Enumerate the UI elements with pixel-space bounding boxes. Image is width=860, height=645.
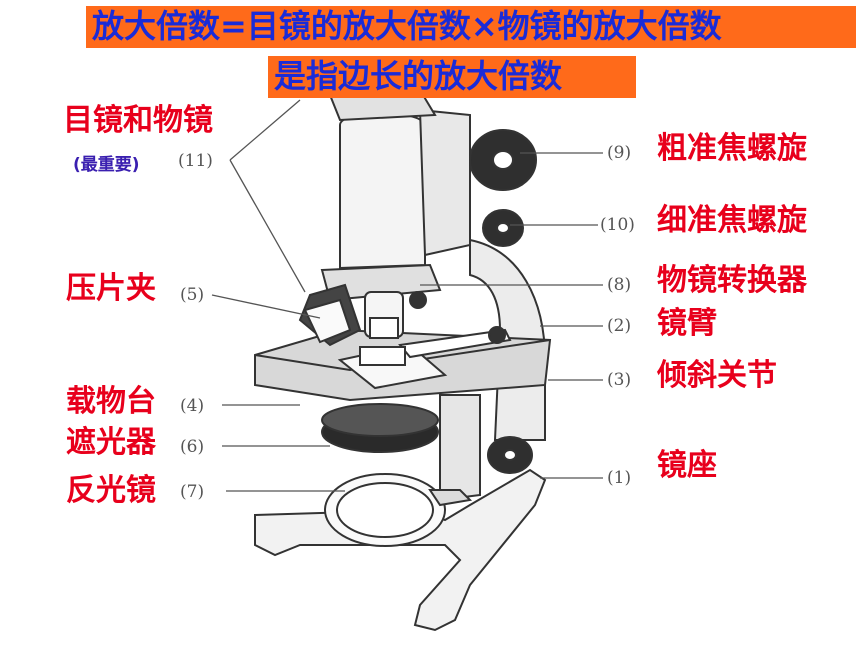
num-4: (4) xyxy=(180,396,205,416)
num-2: (2) xyxy=(607,316,632,336)
num-9: (9) xyxy=(607,143,632,163)
label-tilt-joint: 倾斜关节 xyxy=(657,358,777,393)
label-base: 镜座 xyxy=(657,448,717,483)
label-arm: 镜臂 xyxy=(657,306,717,341)
microscope-pillar xyxy=(439,394,481,502)
label-stage-clip: 压片夹 xyxy=(66,271,156,306)
label-nosepiece: 物镜转换器 xyxy=(657,263,807,298)
label-eyepiece-objective: 目镜和物镜 xyxy=(63,103,213,138)
num-11: (11) xyxy=(178,151,213,171)
num-10: (10) xyxy=(600,215,635,235)
magnification-formula-banner: 放大倍数=目镜的放大倍数×物镜的放大倍数 xyxy=(86,6,856,48)
num-8: (8) xyxy=(607,275,632,295)
label-stage: 载物台 xyxy=(66,384,156,419)
num-1: (1) xyxy=(607,468,632,488)
microscope-base xyxy=(254,468,547,632)
body-tube-shape xyxy=(339,112,426,270)
leader-11 xyxy=(229,99,306,293)
magnification-note-banner: 是指边长的放大倍数 xyxy=(268,56,636,98)
label-fine-focus: 细准焦螺旋 xyxy=(657,203,807,238)
num-7: (7) xyxy=(180,482,205,502)
note-most-important: (最重要) xyxy=(73,155,140,175)
label-coarse-focus: 粗准焦螺旋 xyxy=(657,131,807,166)
label-mirror: 反光镜 xyxy=(66,473,156,508)
num-3: (3) xyxy=(607,370,632,390)
leader-5 xyxy=(211,294,321,319)
num-5: (5) xyxy=(180,285,205,305)
label-diaphragm: 遮光器 xyxy=(66,425,156,460)
num-6: (6) xyxy=(180,437,205,457)
